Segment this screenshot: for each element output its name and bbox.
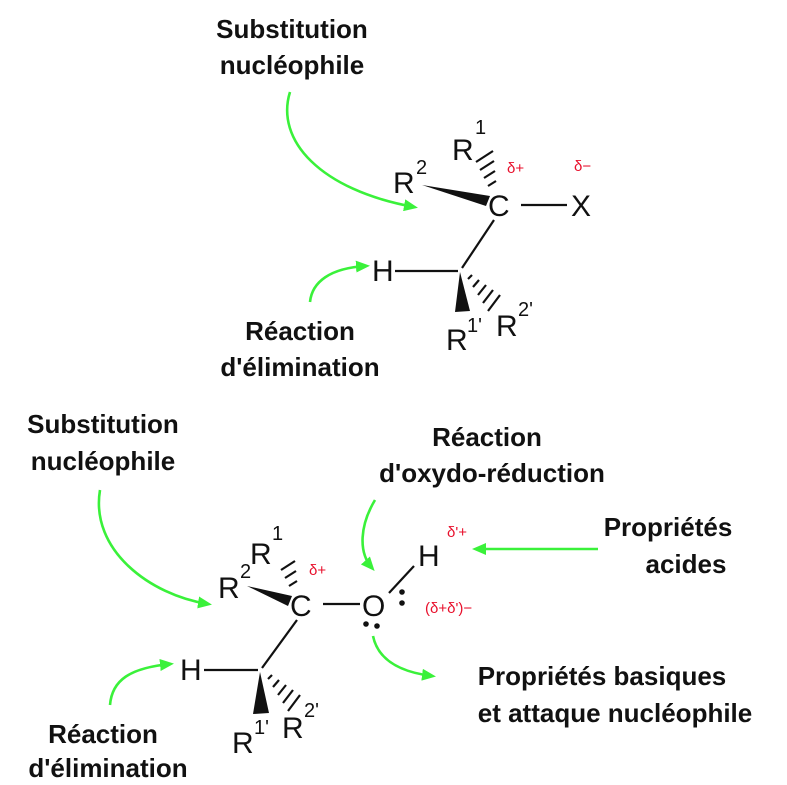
bottom-charge-o: (δ+δ')− [425, 600, 472, 617]
top-charge-c: δ+ [507, 160, 524, 177]
top-atom-r1p: R [446, 324, 468, 357]
bottom-redox-arrow [360, 499, 377, 572]
bottom-atom-c: C [290, 590, 312, 623]
top-elimination-label-line1: Réaction [245, 316, 355, 346]
bottom-molecule: Substitution nucléophile Réaction d'oxyd… [27, 409, 752, 783]
top-atom-r1: R [452, 134, 474, 167]
top-atom-r2-sup: 2 [416, 157, 427, 179]
top-atom-r2p: R [496, 310, 518, 343]
bottom-wedge-c-r2 [247, 586, 292, 606]
oxygen-lone-pairs [363, 589, 405, 629]
top-atom-x: X [571, 190, 591, 223]
top-substitution-arrow [285, 91, 418, 212]
bottom-elimination-label-line2: d'élimination [28, 753, 187, 783]
top-charge-x: δ− [574, 158, 591, 175]
top-atom-r2: R [393, 167, 415, 200]
bottom-charge-c: δ+ [309, 562, 326, 579]
bottom-hash-ch-r2p [267, 674, 301, 712]
bottom-acid-label-line1: Propriétés [604, 512, 733, 542]
bottom-wedge-ch-r1p [253, 672, 269, 714]
bottom-atom-r1-sup: 1 [272, 523, 283, 545]
bottom-atom-r2p: R [282, 712, 304, 745]
bottom-bond-o-h [388, 565, 415, 594]
top-wedge-ch-r1p [455, 272, 470, 312]
top-atom-r1p-sup: 1' [467, 315, 482, 337]
bottom-acid-label-line2: acides [646, 549, 727, 579]
top-atom-r1-sup: 1 [475, 117, 486, 139]
bottom-elimination-label-line1: Réaction [48, 719, 158, 749]
top-hash-c-r1 [475, 150, 497, 187]
bottom-atom-h-o: H [418, 540, 440, 573]
bottom-atom-o: O [362, 590, 385, 623]
bottom-substitution-arrow [97, 489, 212, 609]
bottom-atom-r2-sup: 2 [240, 561, 251, 583]
bottom-hash-c-r1 [280, 560, 298, 587]
bottom-charge-h: δ'+ [447, 524, 467, 541]
top-elimination-label-line2: d'élimination [220, 352, 379, 382]
bottom-atom-r1p: R [232, 727, 254, 760]
bottom-atom-h: H [180, 654, 202, 687]
top-bond-c-ch [461, 219, 495, 269]
top-wedge-c-r2 [422, 185, 490, 206]
bottom-basic-label-line1: Propriétés basiques [478, 661, 727, 691]
bottom-atom-r1p-sup: 1' [254, 717, 269, 739]
bottom-redox-label-line1: Réaction [432, 422, 542, 452]
top-atom-h: H [372, 255, 394, 288]
bottom-redox-label-line2: d'oxydo-réduction [379, 458, 605, 488]
top-molecule: Substitution nucléophile R 1 R 2 δ+ δ− C… [216, 14, 591, 382]
top-hash-ch-r2p [467, 274, 501, 312]
bottom-basic-label-line2: et attaque nucléophile [478, 698, 753, 728]
bottom-atom-r2: R [218, 572, 240, 605]
top-substitution-label-line1: Substitution [216, 14, 368, 44]
top-atom-c: C [488, 190, 510, 223]
bottom-substitution-label-line1: Substitution [27, 409, 179, 439]
bottom-basic-arrow [371, 635, 436, 681]
bottom-atom-r2p-sup: 2' [304, 700, 319, 722]
bottom-elimination-arrow [108, 659, 174, 706]
bottom-substitution-label-line2: nucléophile [31, 446, 175, 476]
bottom-atom-r1: R [250, 538, 272, 571]
top-atom-r2p-sup: 2' [518, 299, 533, 321]
bottom-bond-c-ch [261, 619, 298, 669]
top-substitution-label-line2: nucléophile [220, 50, 364, 80]
top-elimination-arrow [308, 260, 370, 303]
